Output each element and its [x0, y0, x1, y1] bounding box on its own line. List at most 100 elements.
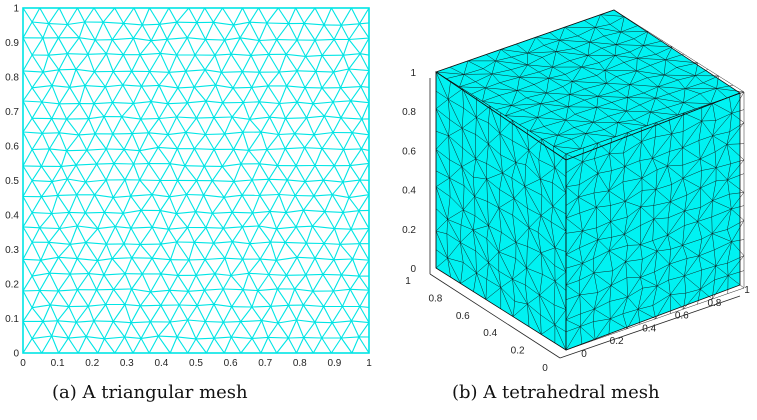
mesh-edge: [595, 27, 621, 33]
mesh-edge: [105, 133, 114, 150]
mesh-edge: [584, 96, 599, 101]
mesh-edge: [711, 233, 715, 250]
mesh-edge: [186, 22, 198, 38]
axis-tick-label: 0.8: [402, 107, 416, 118]
mesh-edge: [196, 305, 206, 322]
mesh-edge: [552, 51, 557, 68]
mesh-edge: [213, 242, 226, 259]
mesh-edge: [86, 336, 105, 340]
mesh-edge: [513, 198, 530, 228]
mesh-edge: [670, 245, 683, 250]
mesh-edge: [42, 321, 53, 337]
mesh-edge: [205, 38, 225, 41]
mesh-edge: [277, 305, 289, 324]
mesh-edge: [58, 37, 68, 54]
mesh-edge: [449, 166, 462, 179]
mesh-edge: [151, 226, 162, 245]
mesh-edge: [285, 118, 296, 134]
mesh-edge: [699, 158, 702, 171]
mesh-edge: [122, 213, 132, 229]
mesh-edge: [259, 195, 271, 212]
mesh-edge: [667, 210, 685, 236]
mesh-edge: [258, 40, 270, 55]
mesh-edge: [624, 234, 641, 245]
mesh-edge: [159, 24, 168, 40]
mesh-edge: [105, 289, 115, 305]
mesh-edge: [213, 321, 224, 339]
mesh-edge: [333, 54, 344, 73]
mesh-edge: [695, 75, 704, 83]
mesh-edge: [332, 194, 350, 199]
mesh-edge: [60, 150, 68, 167]
mesh-edge: [498, 251, 516, 259]
mesh-edge: [687, 255, 699, 259]
mesh-edge: [594, 158, 599, 174]
mesh-edge: [340, 258, 354, 276]
mesh-edge: [449, 177, 465, 186]
mesh-edge: [486, 172, 503, 180]
mesh-edge: [625, 261, 641, 278]
mesh-edge: [231, 102, 244, 118]
mesh-edge: [123, 7, 135, 24]
mesh-edge: [48, 23, 68, 26]
mesh-edge: [195, 321, 206, 340]
mesh-edge: [678, 75, 696, 81]
mesh-edge: [260, 131, 279, 136]
mesh-edge: [241, 212, 254, 228]
mesh-edge: [58, 289, 78, 292]
mesh-edge: [341, 336, 359, 339]
mesh-edge: [22, 70, 44, 73]
mesh-edge: [572, 66, 582, 82]
mesh-edge: [41, 101, 60, 105]
mesh-edge: [593, 318, 611, 322]
mesh-edge: [22, 226, 33, 243]
mesh-edge: [714, 144, 728, 153]
mesh-edge: [729, 97, 732, 114]
mesh-edge: [215, 84, 224, 104]
mesh-edge: [32, 212, 52, 215]
mesh-edge: [22, 131, 43, 134]
mesh-edge: [111, 258, 126, 275]
mesh-edge: [616, 44, 644, 46]
mesh-edge: [187, 319, 206, 323]
mesh-edge: [133, 101, 152, 104]
mesh-edge: [297, 256, 316, 259]
mesh-edge: [258, 7, 268, 24]
mesh-edge: [487, 201, 500, 209]
mesh-edge: [669, 133, 672, 152]
mesh-edge: [624, 234, 628, 246]
mesh-edge: [311, 211, 326, 227]
mesh-edge: [596, 136, 616, 144]
mesh-edge: [467, 60, 484, 69]
mesh-edge: [597, 236, 612, 240]
mesh-edge: [538, 159, 556, 169]
mesh-edge: [168, 72, 179, 89]
mesh-edge: [260, 258, 277, 261]
mesh-edge: [239, 37, 252, 56]
mesh-edge: [585, 122, 594, 134]
mesh-edge: [596, 107, 627, 112]
mesh-edge: [511, 56, 528, 66]
mesh-edge: [615, 122, 619, 137]
mesh-edge: [22, 321, 33, 339]
mesh-edge: [57, 320, 77, 323]
mesh-edge: [350, 228, 361, 244]
mesh-edge: [176, 241, 190, 261]
mesh-edge: [636, 45, 644, 59]
mesh-edge: [472, 229, 476, 252]
mesh-edge: [460, 224, 474, 231]
mesh-edge: [540, 92, 547, 104]
mesh-edge: [140, 304, 161, 307]
mesh-edge: [640, 190, 643, 207]
mesh-edge: [652, 158, 658, 170]
mesh-edge: [526, 267, 543, 275]
mesh-edge: [629, 84, 659, 87]
mesh-edge: [650, 65, 665, 76]
mesh-edge: [278, 71, 288, 87]
mesh-edge: [223, 288, 244, 291]
mesh-edge: [340, 7, 352, 26]
mesh-edge: [324, 194, 333, 212]
mesh-edge: [542, 274, 556, 282]
mesh-edge: [647, 31, 663, 41]
y-tick-label: 0.9: [5, 38, 19, 49]
